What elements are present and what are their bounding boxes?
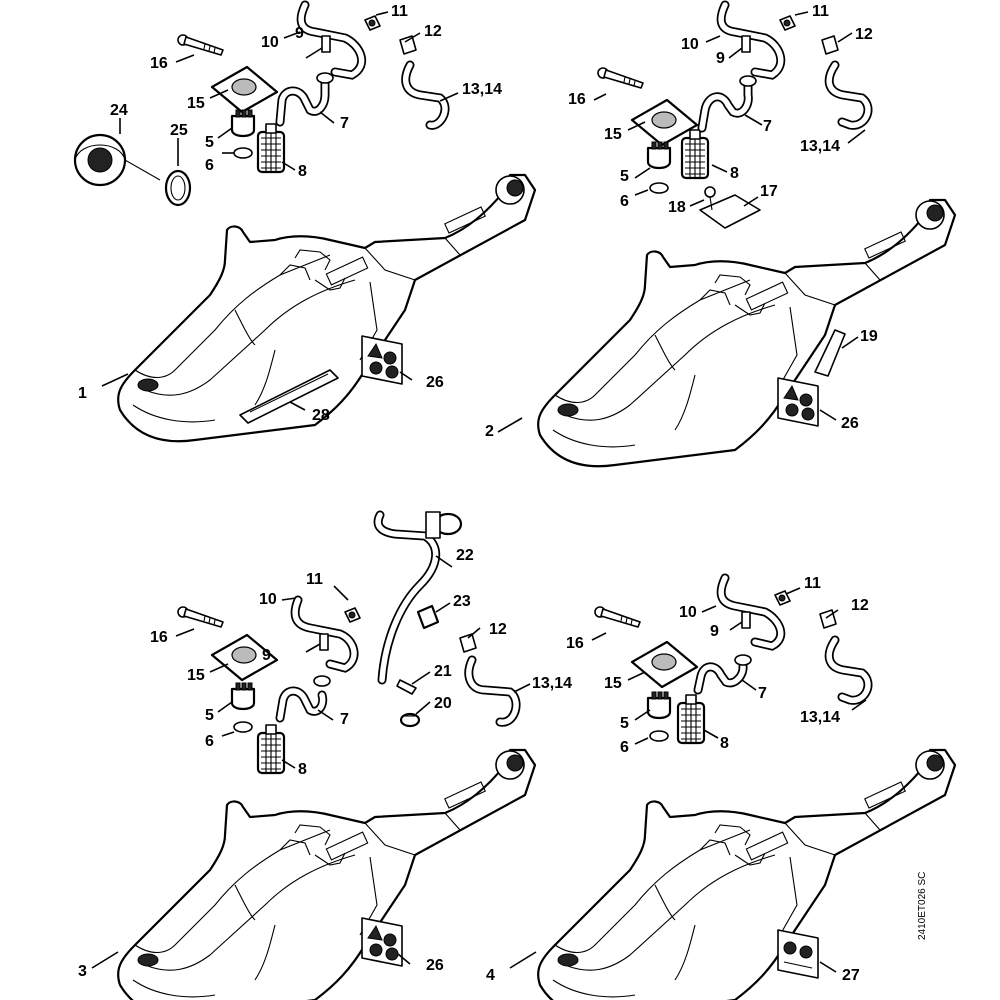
callout-13-14: 13,14 <box>532 675 572 692</box>
callout-19: 19 <box>860 328 878 345</box>
callout-22: 22 <box>456 547 474 564</box>
callout-1: 1 <box>78 385 87 402</box>
callout-26: 26 <box>426 374 444 391</box>
callout-6: 6 <box>205 733 214 750</box>
callout-26: 26 <box>426 957 444 974</box>
callout-21: 21 <box>434 663 452 680</box>
callout-16: 16 <box>150 629 168 646</box>
callout-12: 12 <box>489 621 507 638</box>
panel-3: 3 16 15 5 6 8 7 9 10 11 22 23 12 21 20 1… <box>78 510 572 1000</box>
callout-10: 10 <box>679 604 697 621</box>
callout-15: 15 <box>187 667 205 684</box>
callout-9: 9 <box>262 647 271 664</box>
callout-28: 28 <box>312 407 330 424</box>
panel-2: 2 16 15 5 6 8 7 9 10 11 12 13,14 17 18 1… <box>485 0 957 468</box>
callout-15: 15 <box>604 126 622 143</box>
callout-25: 25 <box>170 122 188 139</box>
callout-15: 15 <box>604 675 622 692</box>
callout-26: 26 <box>841 415 859 432</box>
callout-12: 12 <box>424 23 442 40</box>
callout-16: 16 <box>566 635 584 652</box>
callout-18: 18 <box>668 199 686 216</box>
callout-5: 5 <box>620 715 629 732</box>
callout-8: 8 <box>730 165 739 182</box>
callout-12: 12 <box>855 26 873 43</box>
callout-2: 2 <box>485 423 494 440</box>
callout-7: 7 <box>340 711 349 728</box>
callout-7: 7 <box>758 685 767 702</box>
callout-27: 27 <box>842 967 860 984</box>
callout-8: 8 <box>298 761 307 778</box>
callout-17: 17 <box>760 183 778 200</box>
panel-4: 4 16 15 5 6 8 7 9 10 11 12 13,14 27 <box>486 573 957 1000</box>
callout-23: 23 <box>453 593 471 610</box>
callout-20: 20 <box>434 695 452 712</box>
callout-9: 9 <box>716 50 725 67</box>
callout-6: 6 <box>205 157 214 174</box>
callout-11: 11 <box>812 3 829 20</box>
callout-4: 4 <box>486 967 495 984</box>
panel-1: 1 24 25 16 15 5 6 8 7 9 10 11 12 13,14 2… <box>73 0 537 443</box>
callout-12: 12 <box>851 597 869 614</box>
callout-13-14: 13,14 <box>800 709 840 726</box>
callout-10: 10 <box>261 34 279 51</box>
callout-16: 16 <box>150 55 168 72</box>
callout-13-14: 13,14 <box>800 138 840 155</box>
callout-6: 6 <box>620 739 629 756</box>
drawing-code: 2410ET026 SC <box>917 871 928 940</box>
callout-3: 3 <box>78 963 87 980</box>
callout-16: 16 <box>568 91 586 108</box>
callout-10: 10 <box>259 591 277 608</box>
callout-7: 7 <box>763 118 772 135</box>
callout-9: 9 <box>710 623 719 640</box>
callout-7: 7 <box>340 115 349 132</box>
callout-11: 11 <box>391 3 408 20</box>
callout-11: 11 <box>306 571 323 588</box>
callout-8: 8 <box>720 735 729 752</box>
callout-10: 10 <box>681 36 699 53</box>
callout-8: 8 <box>298 163 307 180</box>
callout-5: 5 <box>205 707 214 724</box>
callout-11: 11 <box>804 575 821 592</box>
callout-5: 5 <box>205 134 214 151</box>
callout-5: 5 <box>620 168 629 185</box>
callout-9: 9 <box>295 25 304 42</box>
callout-24: 24 <box>110 102 128 119</box>
callout-6: 6 <box>620 193 629 210</box>
callout-13-14: 13,14 <box>462 81 502 98</box>
callout-15: 15 <box>187 95 205 112</box>
